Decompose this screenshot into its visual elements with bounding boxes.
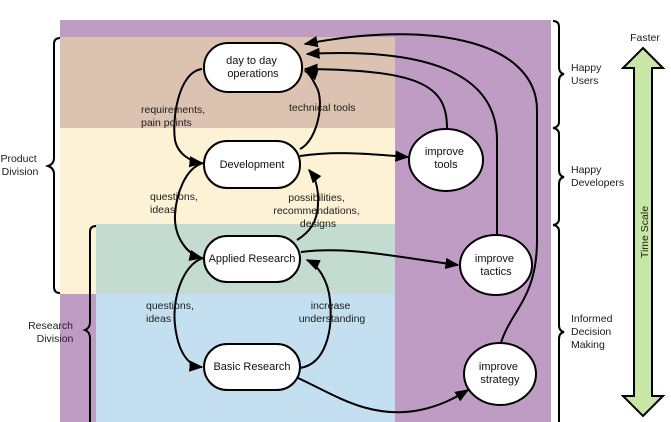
node-development: Development	[203, 140, 301, 189]
edge-applied-to-improve-tactics	[300, 249, 460, 269]
edge-applied-to-development	[296, 168, 322, 241]
edge-operations-to-development	[173, 68, 204, 168]
node-improve-tools: improve tools	[408, 128, 484, 192]
edge-label-technical-tools: technical tools	[289, 102, 356, 114]
research-division-brace	[82, 225, 97, 422]
node-improve-strategy: improve strategy	[463, 342, 537, 406]
edge-improve-tactics-to-operations	[305, 47, 498, 237]
faster-label: Faster	[630, 32, 660, 44]
edge-development-to-operations	[299, 69, 321, 150]
edge-label-increase-understanding: increase understanding	[299, 300, 366, 325]
edge-basic-to-applied	[299, 259, 332, 369]
time-scale-arrow	[620, 46, 666, 418]
edge-development-to-improve-tools	[299, 150, 410, 162]
product-division-brace	[44, 37, 61, 294]
svg-text:Applied Research: Applied Research	[209, 253, 296, 265]
node-basic-research: Basic Research	[203, 343, 301, 391]
node-improve-tactics: improve tactics	[459, 234, 533, 296]
edge-label-possibilities: possibilities, recommendations, designs	[273, 192, 362, 230]
time-scale-label: Time Scale	[639, 206, 651, 258]
edge-basic-to-improve-strategy	[297, 377, 470, 414]
node-operations: day to day operations	[203, 42, 303, 93]
svg-text:improve strategy: improve strategy	[479, 361, 521, 386]
svg-text:Development: Development	[220, 159, 285, 171]
happy-users-brace	[552, 20, 565, 129]
edge-improve-tools-to-operations	[303, 63, 448, 129]
svg-text:improve tactics: improve tactics	[475, 253, 517, 278]
edge-development-to-applied	[173, 162, 204, 261]
happy-developers-label: Happy Developers	[571, 164, 624, 189]
node-applied-research: Applied Research	[203, 235, 301, 283]
edge-improve-strategy-to-operations	[303, 33, 538, 347]
edge-label-requirements: requirements, pain points	[141, 104, 208, 129]
edge-label-questions-ideas-upper: questions, ideas	[150, 191, 201, 216]
edge-label-questions-ideas-lower: questions, ideas	[146, 300, 197, 325]
informed-decision-brace	[552, 224, 565, 422]
edge-applied-to-basic	[173, 257, 204, 372]
product-division-label: Product Division	[0, 153, 39, 178]
happy-developers-brace	[552, 127, 565, 226]
svg-text:day to day operations: day to day operations	[226, 55, 280, 80]
happy-users-label: Happy Users	[571, 62, 604, 87]
svg-text:Basic Research: Basic Research	[213, 361, 290, 373]
informed-decision-making-label: Informed Decision Making	[571, 313, 615, 351]
research-division-label: Research Division	[28, 320, 76, 345]
svg-text:improve tools: improve tools	[425, 146, 467, 171]
